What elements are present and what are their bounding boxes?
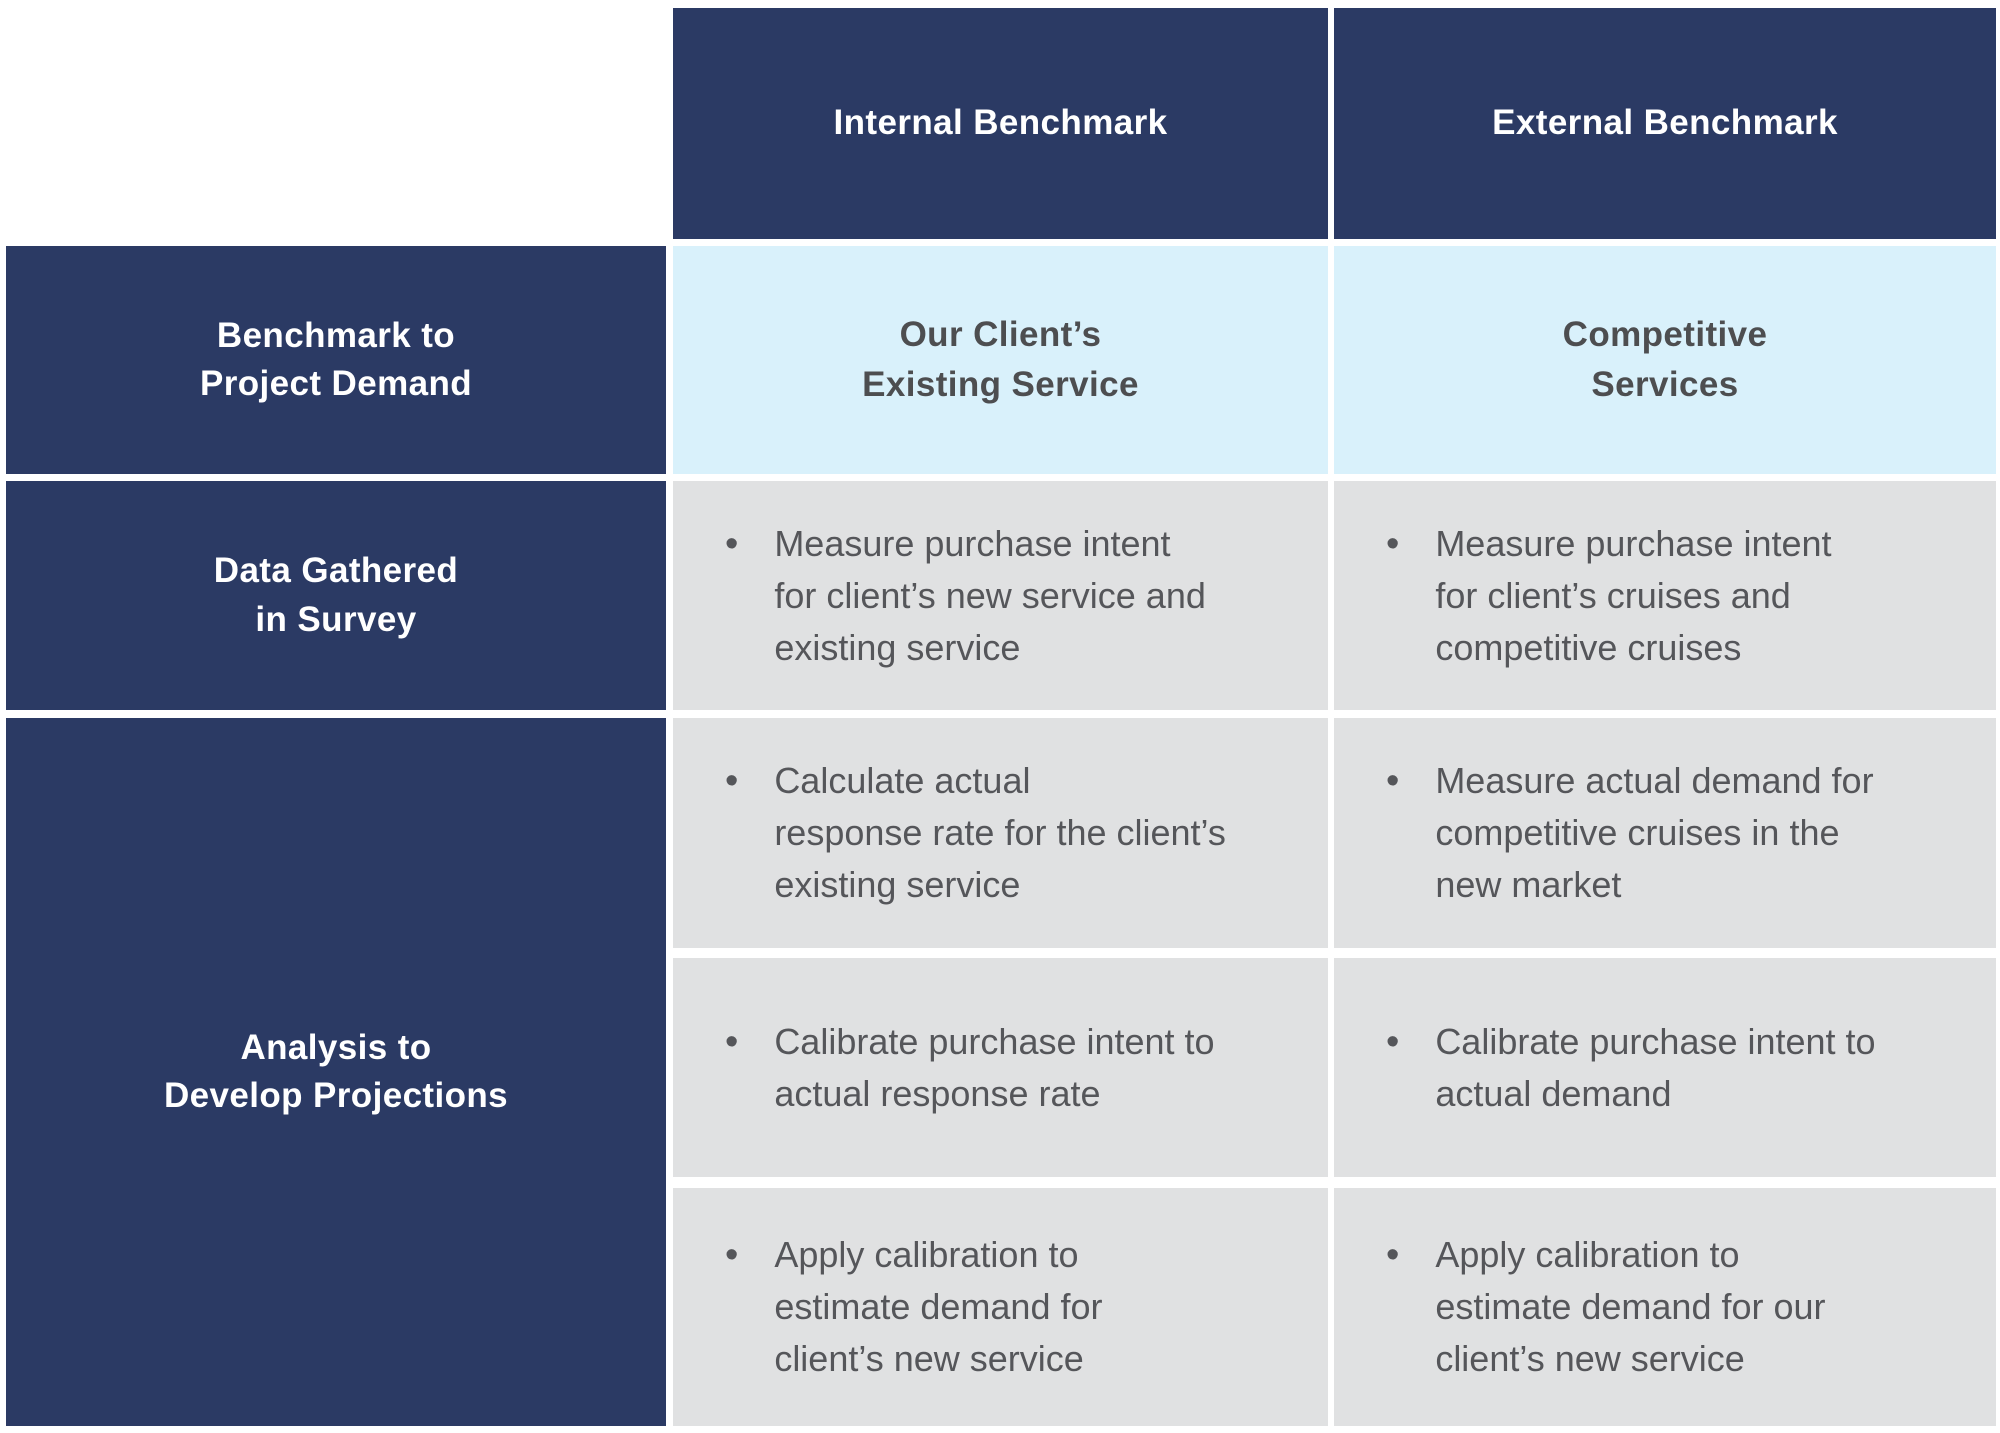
row-header-analysis-to-develop-projections: Analysis to Develop Projections <box>6 718 666 1426</box>
row-header-data-gathered-in-survey: Data Gathered in Survey <box>6 481 666 710</box>
bullet-icon: • <box>725 760 739 802</box>
bullet-icon: • <box>1386 522 1400 565</box>
bullet-item: • Apply calibration to estimate demand f… <box>1334 1229 1842 1385</box>
cell-analysis-3-internal: • Apply calibration to estimate demand f… <box>673 1188 1328 1426</box>
bullet-text: Calculate actual response rate for the c… <box>774 760 1226 905</box>
cell-data-gathered-external: • Measure purchase intent for client’s c… <box>1334 481 1996 710</box>
bullet-item: • Calibrate purchase intent to actual de… <box>1334 1016 1892 1120</box>
bullet-text: Apply calibration to estimate demand for… <box>1435 1234 1826 1379</box>
cell-benchmark-internal: Our Client’s Existing Service <box>673 246 1328 474</box>
column-header-internal-benchmark: Internal Benchmark <box>673 8 1328 239</box>
bullet-item: • Measure actual demand for competitive … <box>1334 755 1890 911</box>
row-header-benchmark-to-project-demand: Benchmark to Project Demand <box>6 246 666 474</box>
cell-analysis-2-internal: • Calibrate purchase intent to actual re… <box>673 958 1328 1177</box>
column-header-external-benchmark: External Benchmark <box>1334 8 1996 239</box>
bullet-icon: • <box>725 522 739 565</box>
bullet-text: Measure purchase intent for client’s cru… <box>1435 522 1832 668</box>
cell-analysis-1-internal: • Calculate actual response rate for the… <box>673 718 1328 948</box>
bullet-icon: • <box>1386 1020 1400 1063</box>
bullet-item: • Measure purchase intent for client’s n… <box>673 518 1222 674</box>
bullet-icon: • <box>1386 1234 1400 1276</box>
bullet-text: Measure purchase intent for client’s new… <box>774 522 1206 668</box>
cell-analysis-3-external: • Apply calibration to estimate demand f… <box>1334 1188 1996 1426</box>
bullet-item: • Calibrate purchase intent to actual re… <box>673 1016 1231 1120</box>
bullet-icon: • <box>1386 760 1400 802</box>
bullet-item: • Apply calibration to estimate demand f… <box>673 1229 1118 1385</box>
cell-data-gathered-internal: • Measure purchase intent for client’s n… <box>673 481 1328 710</box>
cell-analysis-1-external: • Measure actual demand for competitive … <box>1334 718 1996 948</box>
bullet-icon: • <box>725 1234 739 1276</box>
bullet-text: Calibrate purchase intent to actual resp… <box>774 1020 1215 1114</box>
bullet-text: Calibrate purchase intent to actual dema… <box>1435 1020 1876 1114</box>
bullet-icon: • <box>725 1020 739 1063</box>
cell-analysis-2-external: • Calibrate purchase intent to actual de… <box>1334 958 1996 1177</box>
bullet-text: Measure actual demand for competitive cr… <box>1435 760 1874 905</box>
cell-benchmark-external: Competitive Services <box>1334 246 1996 474</box>
bullet-item: • Measure purchase intent for client’s c… <box>1334 518 1848 674</box>
bullet-text: Apply calibration to estimate demand for… <box>774 1234 1103 1379</box>
bullet-item: • Calculate actual response rate for the… <box>673 755 1242 911</box>
